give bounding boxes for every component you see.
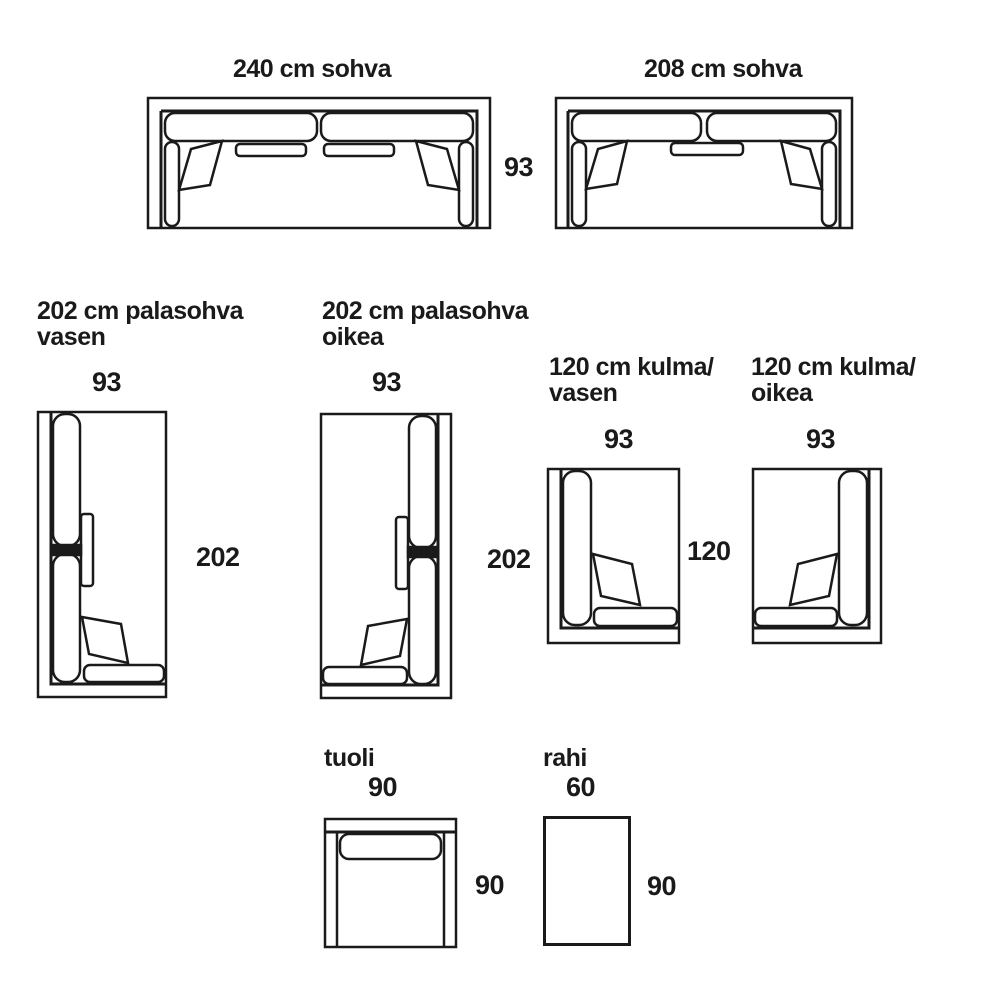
sectional-left-drawing (37, 411, 167, 698)
sofa-240-title: 240 cm sohva (233, 55, 392, 83)
sectional-left-width: 93 (92, 367, 122, 397)
corner-left-length: 120 (687, 536, 731, 566)
corner-right-drawing (752, 468, 882, 644)
sofa-208-title: 208 cm sohva (644, 55, 803, 83)
armchair-depth: 90 (475, 870, 505, 900)
ottoman-title: rahi (543, 744, 587, 772)
sectional-right-width: 93 (372, 367, 402, 397)
sectional-left-length: 202 (196, 542, 240, 572)
sofa-240-drawing (147, 97, 491, 229)
armchair-title: tuoli (324, 744, 375, 772)
sectional-right-title-line1: 202 cm palasohva (322, 297, 529, 325)
ottoman-width: 60 (566, 772, 596, 802)
sectional-left-title-line1: 202 cm palasohva (37, 297, 244, 325)
ottoman-drawing (543, 816, 631, 946)
ottoman-depth: 90 (647, 871, 677, 901)
corner-left-drawing (547, 468, 680, 644)
sectional-left-title-line2: vasen (37, 323, 106, 351)
sectional-right-title-line2: oikea (322, 323, 384, 351)
corner-right-title-line1: 120 cm kulma/ (751, 353, 916, 381)
armchair-width: 90 (368, 772, 398, 802)
corner-left-title-line1: 120 cm kulma/ (549, 353, 714, 381)
sectional-right-drawing (320, 413, 452, 699)
armchair-drawing (324, 818, 457, 948)
corner-right-title-line2: oikea (751, 379, 813, 407)
sofa-240-depth: 93 (504, 152, 534, 182)
corner-left-width: 93 (604, 424, 634, 454)
sofa-208-drawing (555, 97, 853, 229)
corner-right-width: 93 (806, 424, 836, 454)
corner-left-title-line2: vasen (549, 379, 618, 407)
sectional-right-length: 202 (487, 544, 531, 574)
